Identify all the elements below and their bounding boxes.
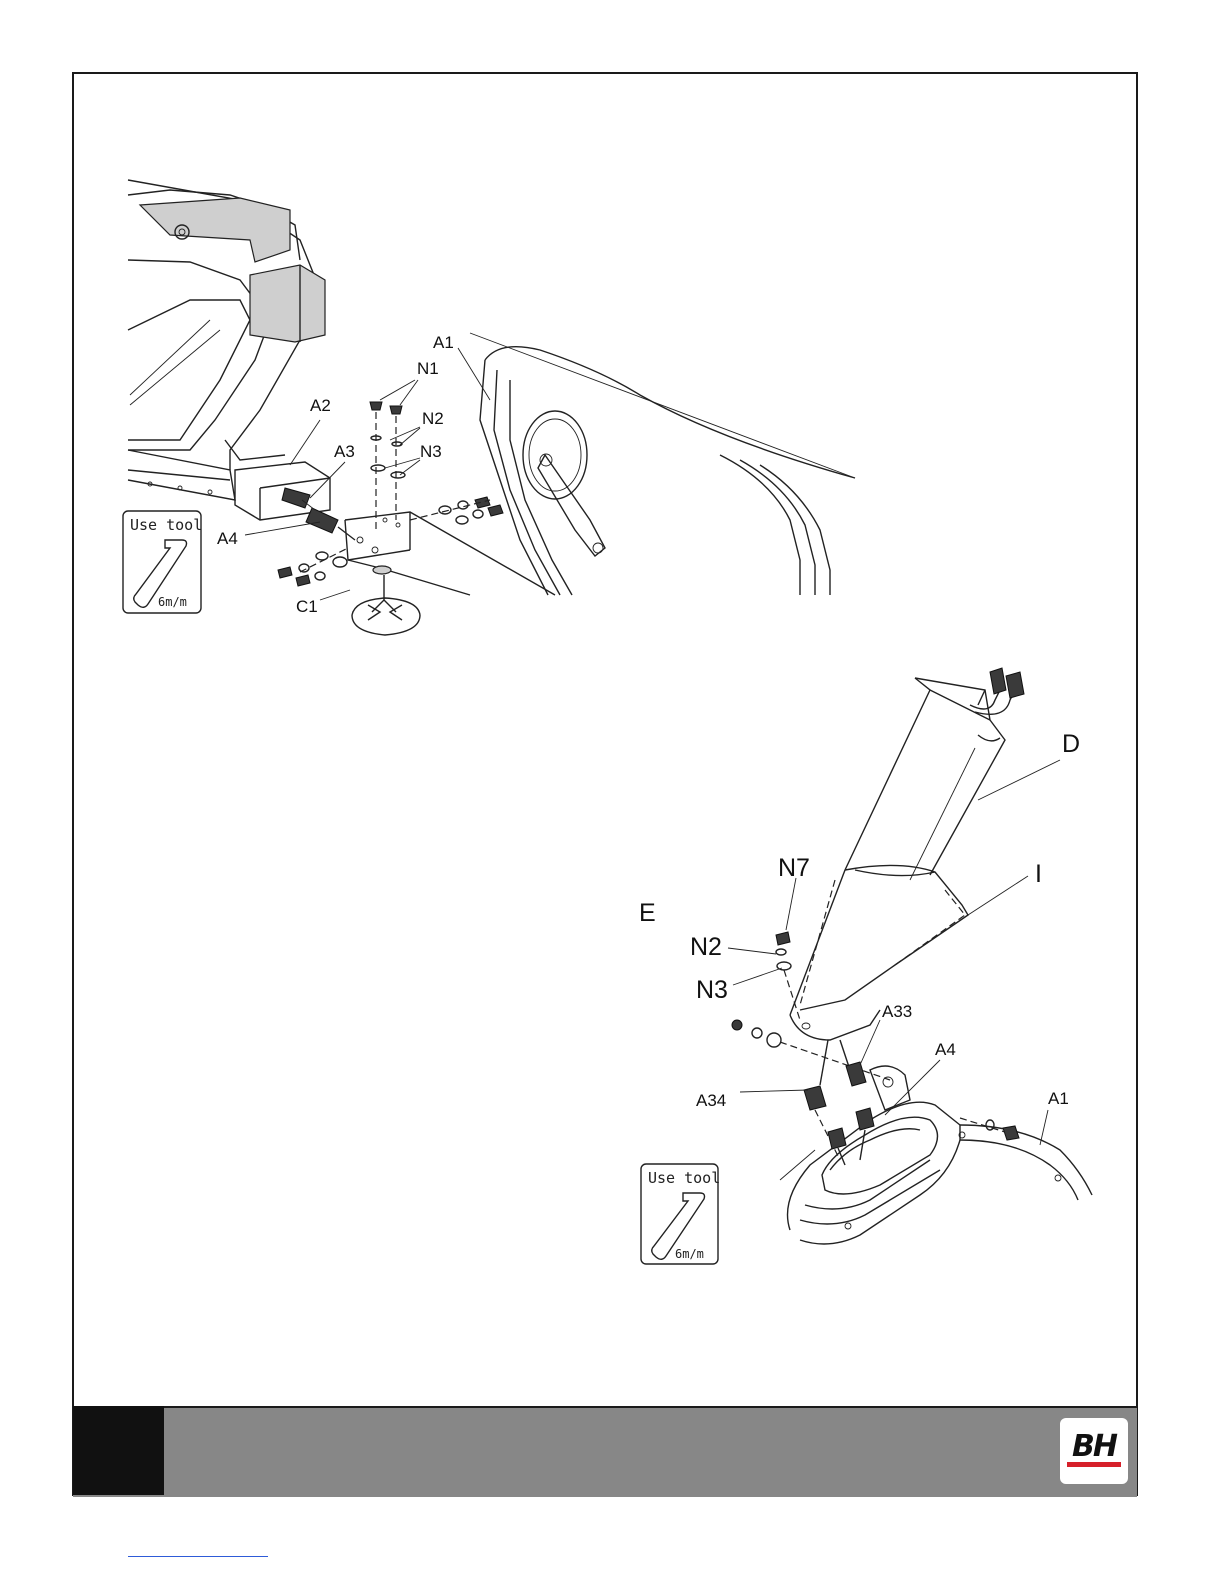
label-n3-bottom: N3	[696, 976, 728, 1004]
label-i: I	[1035, 860, 1042, 888]
bh-logo: BH	[1060, 1418, 1128, 1484]
label-c1-top: C1	[296, 597, 318, 616]
top-leader-lines	[245, 348, 490, 600]
label-a1-top: A1	[433, 333, 454, 352]
label-n1-top: N1	[417, 359, 439, 378]
top-frame-illustration	[128, 180, 855, 635]
label-n2-bottom: N2	[690, 933, 722, 961]
label-a34: A34	[696, 1091, 726, 1110]
tool-box-top-label: Use tool	[130, 516, 202, 534]
bh-logo-text: BH	[1060, 1429, 1128, 1464]
footer-page-tab	[73, 1406, 164, 1495]
bottom-leader-lines	[728, 760, 1060, 1145]
label-n7: N7	[778, 854, 810, 882]
label-a4-bottom: A4	[935, 1040, 956, 1059]
label-a33: A33	[882, 1002, 912, 1021]
bottom-console-illustration	[732, 668, 1092, 1244]
tool-box-top: Use tool 6m/m	[123, 511, 202, 613]
label-d: D	[1062, 730, 1080, 758]
label-e: E	[639, 899, 656, 927]
label-a3-top: A3	[334, 442, 355, 461]
label-a4-top: A4	[217, 529, 238, 548]
tool-box-bottom: Use tool 6m/m	[641, 1164, 720, 1264]
tool-box-top-size: 6m/m	[158, 595, 187, 609]
bh-logo-stripe	[1067, 1462, 1121, 1467]
label-a2-top: A2	[310, 396, 331, 415]
tool-box-bottom-label: Use tool	[648, 1169, 720, 1187]
label-n2-top: N2	[422, 409, 444, 428]
label-n3-top: N3	[420, 442, 442, 461]
label-a1-bottom: A1	[1048, 1089, 1069, 1108]
tool-box-bottom-size: 6m/m	[675, 1247, 704, 1261]
footer-bar	[73, 1406, 1137, 1497]
link-underline[interactable]	[128, 1556, 268, 1557]
